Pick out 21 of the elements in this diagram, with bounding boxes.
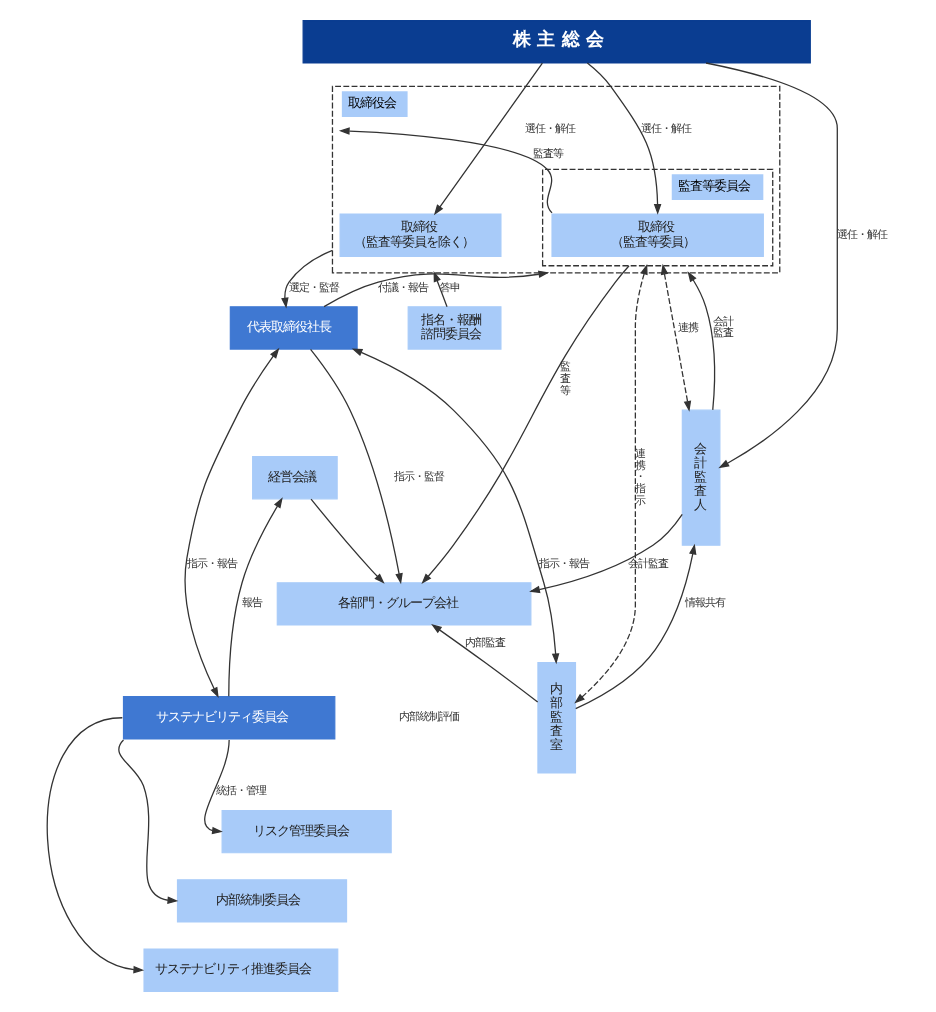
- arrow: [203, 739, 229, 835]
- arrow: [350, 348, 559, 665]
- arrow: [574, 543, 696, 710]
- arrow: [183, 347, 279, 699]
- arrow: [308, 348, 402, 585]
- arrow: [704, 62, 837, 469]
- arrow: [227, 497, 282, 697]
- arrow: [432, 62, 543, 216]
- arrow: [420, 265, 629, 585]
- arrow: [659, 263, 691, 412]
- arrow: [573, 263, 647, 704]
- arrow: [45, 717, 144, 974]
- node-box: 株 主 総 会: [301, 20, 810, 64]
- arrow: [686, 271, 715, 411]
- arrow: [280, 249, 333, 309]
- arrow: [117, 739, 178, 904]
- arrow: [430, 623, 538, 703]
- arrow: [585, 62, 661, 215]
- arrow: [528, 513, 682, 594]
- arrow: [309, 498, 384, 584]
- arrow: [337, 127, 552, 214]
